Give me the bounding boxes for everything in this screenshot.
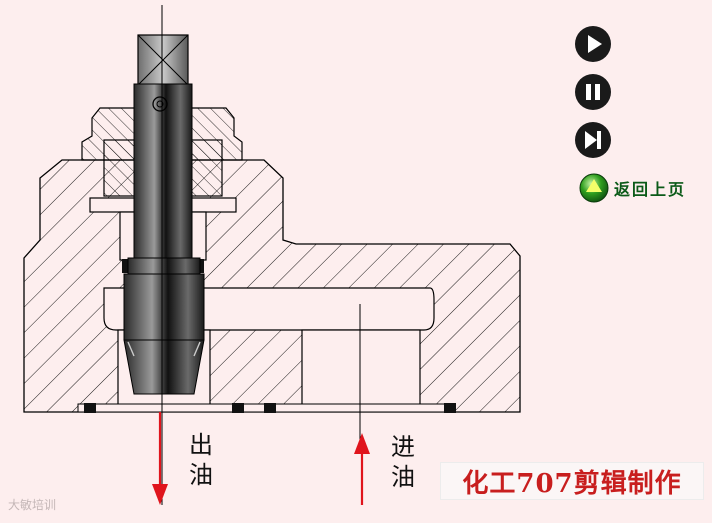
outlet-label: 出油 — [189, 431, 213, 489]
inlet-arrow — [354, 433, 370, 505]
credit-banner: 化工707剪辑制作 — [440, 462, 704, 500]
step-forward-button[interactable] — [575, 122, 611, 158]
play-icon — [575, 26, 611, 62]
play-button[interactable] — [575, 26, 611, 62]
inlet-label: 进油 — [391, 433, 415, 491]
centerlines — [161, 5, 361, 505]
skip-forward-icon — [575, 122, 611, 158]
green-up-arrow-icon — [579, 173, 609, 203]
valve-stem — [123, 34, 205, 395]
watermark: 大敏培训 — [8, 498, 57, 512]
back-to-previous-page-button[interactable]: 返回上页 — [578, 172, 686, 204]
pause-icon — [575, 74, 611, 110]
outlet-arrow — [152, 412, 168, 505]
back-label: 返回上页 — [614, 180, 687, 199]
pause-button[interactable] — [575, 74, 611, 110]
credit-text: 化工707剪辑制作 — [462, 468, 682, 499]
